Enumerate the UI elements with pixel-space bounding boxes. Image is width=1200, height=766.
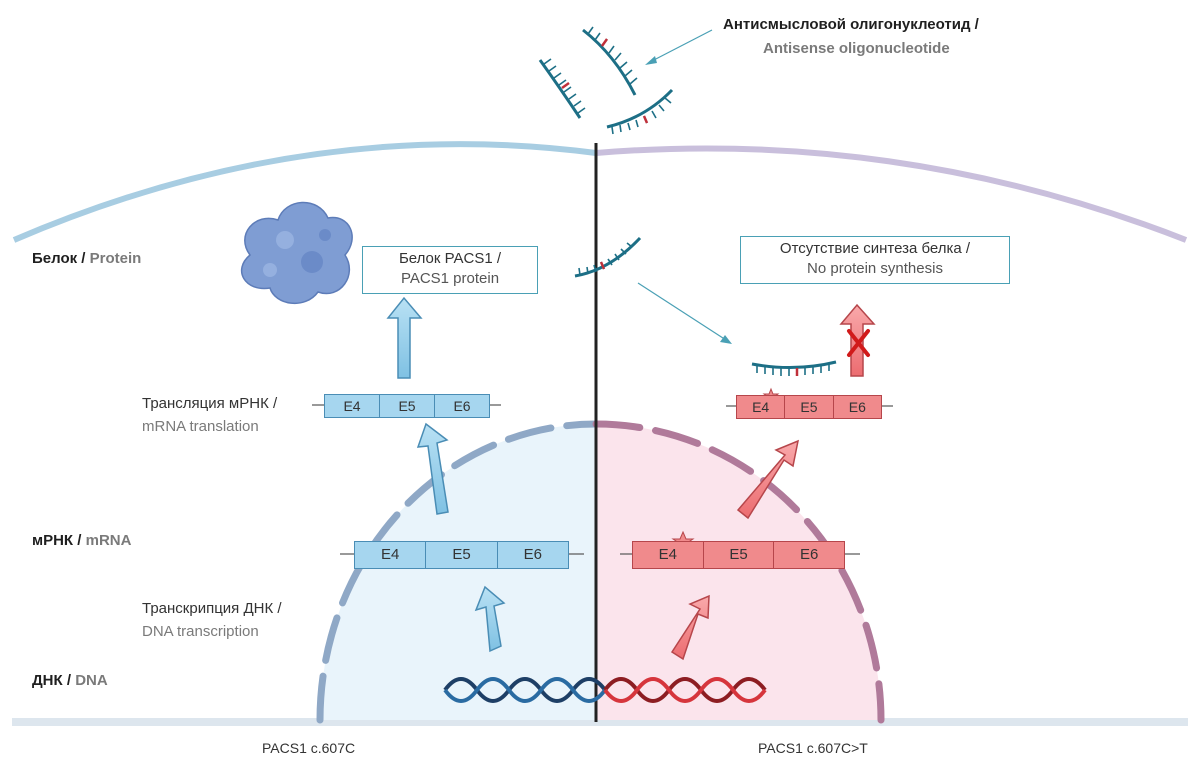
dna-helix-normal-icon [443,677,607,703]
protein-box-en: PACS1 protein [400,270,500,287]
level-protein-ru: Белок / [32,250,86,267]
cell-membrane-left [12,141,597,243]
aso-binding-arrow [637,282,732,344]
exon-e5: E5 [380,395,435,417]
exon-e6: E6 [848,399,866,415]
protein-box-ru: Белок PACS1 / [398,250,502,267]
aso-strand-icon-3 [606,88,674,135]
aso-pointer-arrow [645,29,713,65]
mrna-exons-mutant: E4 E5 E6 [632,541,845,569]
mrna-tails [312,404,893,555]
exon-e6: E6 [453,398,471,414]
aso-strand-icon-center [574,236,642,278]
level-mrna-ru: мРНК / [32,532,82,549]
translation-label: Трансляция мРНК / mRNA translation [142,395,277,435]
dna-helix-mutant-icon [603,677,767,703]
exon-e6: E6 [800,546,819,563]
aso-label-ru: Антисмысловой олигонуклеотид / [723,16,979,33]
level-dna-ru: ДНК / [32,672,72,689]
arrow-transcription-normal [474,585,506,653]
exon-e5: E5 [426,542,498,568]
level-dna-label: ДНК / DNA [32,672,108,689]
baseline-bar [12,718,1188,726]
level-mrna-en: mRNA [85,532,132,549]
nucleus-membrane-right [592,420,885,724]
transcription-label-en: DNA transcription [142,623,259,640]
mrna-exons-normal-translation: E4 E5 E6 [324,394,490,418]
transcription-label: Транскрипция ДНК / DNA transcription [142,600,282,640]
exon-e6: E6 [523,546,542,563]
level-mrna-label: мРНК / mRNA [32,532,131,549]
protein-box: Белок PACS1 / PACS1 protein [362,246,538,294]
transcription-label-ru: Транскрипция ДНК / [142,600,282,617]
exon-e5: E5 [785,396,834,418]
mrna-exons-normal: E4 E5 E6 [354,541,569,569]
no-protein-box-en: No protein synthesis [807,260,943,277]
nucleus-membrane-left [316,420,600,724]
aso-strand-icon-1 [538,58,586,119]
translation-label-ru: Трансляция мРНК / [142,395,278,412]
mrna-exons-mutant-translation: E4 E5 E6 [736,395,882,419]
arrow-translation-mutant [736,439,800,520]
nucleus-right-half [596,424,881,720]
nucleus-left-half [320,424,596,720]
no-protein-box-ru: Отсутствие синтеза белка / [779,240,971,257]
exon-e4: E4 [633,542,704,568]
protein-blob-icon [240,201,353,305]
exon-e4: E4 [355,542,427,568]
aso-strand-icon-2 [582,26,638,96]
exon-e4: E4 [737,396,786,418]
aso-bound-strand-icon [751,360,837,376]
exon-e5: E5 [704,542,775,568]
genotype-normal-label: PACS1 c.607C [262,740,356,756]
cell-membrane-right [595,145,1188,243]
blocked-x-icon [847,329,870,357]
aso-label: Антисмысловой олигонуклеотид / Antisense… [723,16,979,57]
level-protein-en: Protein [89,250,142,267]
arrow-translation-normal [416,422,449,515]
level-dna-en: DNA [75,672,108,689]
aso-label-en: Antisense oligonucleotide [763,40,950,57]
arrow-transcription-mutant [670,594,710,661]
genotype-mutant-label: PACS1 c.607C>T [758,740,868,756]
exon-e4: E4 [325,395,380,417]
arrow-protein-normal [386,296,423,379]
translation-label-en: mRNA translation [142,418,259,435]
level-protein-label: Белок / Protein [32,250,141,267]
no-protein-box: Отсутствие синтеза белка / No protein sy… [740,236,1010,284]
